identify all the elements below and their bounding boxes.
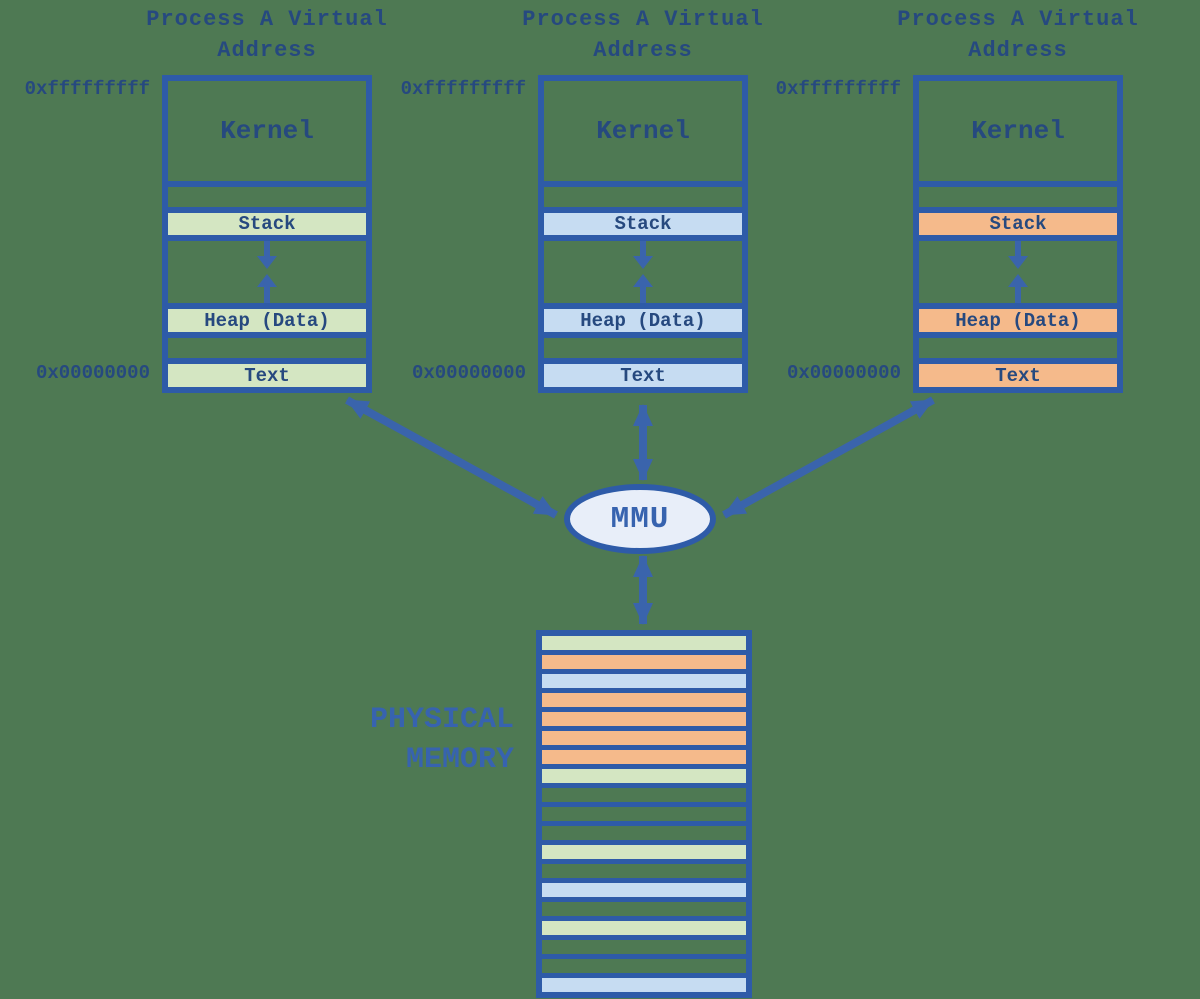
memory-row-14 — [542, 883, 746, 897]
stack-heap-growth-arrows-icon — [257, 241, 277, 303]
address-label-bottom-3: 0x00000000 — [786, 362, 901, 384]
spacer-segment — [168, 187, 366, 207]
divider — [919, 332, 1117, 338]
stack-heap-growth-arrows-icon — [1008, 241, 1028, 303]
address-label-top-3: 0xfffffffff — [775, 78, 901, 100]
spacer-segment — [544, 338, 742, 358]
column-title-3: Process A Virtual Address — [897, 7, 1139, 63]
mmu-label: MMU — [610, 501, 670, 537]
memory-row-7 — [542, 750, 746, 764]
arrow-process3-mmu — [722, 396, 935, 519]
up-arrow-icon — [633, 274, 653, 287]
divider — [919, 181, 1117, 187]
spacer-segment — [168, 338, 366, 358]
address-label-top-1: 0xfffffffff — [24, 78, 150, 100]
memory-row-5 — [542, 712, 746, 726]
process-column-1: Kernel Stack Heap (Data) Text — [162, 75, 372, 393]
memory-row-15 — [542, 902, 746, 916]
down-arrow-icon — [264, 241, 270, 257]
kernel-segment: Kernel — [971, 116, 1065, 146]
memory-row-17 — [542, 940, 746, 954]
stack-segment: Stack — [168, 213, 366, 235]
heap-segment: Heap (Data) — [168, 309, 366, 332]
divider — [168, 207, 366, 213]
growth-arrows — [168, 241, 366, 303]
memory-row-9 — [542, 788, 746, 802]
memory-row-4 — [542, 693, 746, 707]
stack-segment: Stack — [919, 213, 1117, 235]
growth-arrows — [544, 241, 742, 303]
divider — [168, 303, 366, 309]
process-column-2: Kernel Stack Heap (Data) Text — [538, 75, 748, 393]
divider — [544, 303, 742, 309]
physical-memory-label-line1: PHYSICAL — [369, 703, 514, 737]
memory-row-1 — [542, 636, 746, 650]
divider — [544, 207, 742, 213]
text-segment: Text — [919, 364, 1117, 387]
memory-row-6 — [542, 731, 746, 745]
heap-segment: Heap (Data) — [544, 309, 742, 332]
column-title-2: Process A Virtual Address — [522, 7, 764, 63]
down-arrow-icon — [640, 241, 646, 257]
physical-memory-label-line2: MEMORY — [405, 743, 514, 777]
memory-row-10 — [542, 807, 746, 821]
spacer-segment — [919, 187, 1117, 207]
text-segment: Text — [544, 364, 742, 387]
memory-row-13 — [542, 864, 746, 878]
heap-segment: Heap (Data) — [919, 309, 1117, 332]
memory-row-18 — [542, 959, 746, 973]
arrow-process1-mmu — [345, 396, 558, 519]
stack-heap-growth-arrows-icon — [633, 241, 653, 303]
address-label-bottom-2: 0x00000000 — [411, 362, 526, 384]
divider — [919, 358, 1117, 364]
text-segment: Text — [168, 364, 366, 387]
stack-segment: Stack — [544, 213, 742, 235]
up-arrow-icon — [257, 274, 277, 287]
process-column-3: Kernel Stack Heap (Data) Text — [913, 75, 1123, 393]
kernel-segment: Kernel — [596, 116, 690, 146]
divider — [168, 235, 366, 241]
kernel-segment: Kernel — [220, 116, 314, 146]
divider — [919, 207, 1117, 213]
divider — [544, 235, 742, 241]
divider — [544, 358, 742, 364]
memory-row-16 — [542, 921, 746, 935]
memory-row-2 — [542, 655, 746, 669]
memory-row-19 — [542, 978, 746, 992]
memory-row-11 — [542, 826, 746, 840]
up-arrow-icon — [1008, 274, 1028, 287]
memory-row-8 — [542, 769, 746, 783]
physical-memory-box — [536, 630, 752, 998]
memory-row-12 — [542, 845, 746, 859]
divider — [544, 181, 742, 187]
physical-memory-label: PHYSICAL MEMORY — [314, 700, 514, 780]
memory-row-3 — [542, 674, 746, 688]
divider — [919, 235, 1117, 241]
divider — [168, 358, 366, 364]
divider — [544, 332, 742, 338]
address-label-bottom-1: 0x00000000 — [35, 362, 150, 384]
divider — [168, 181, 366, 187]
spacer-segment — [544, 187, 742, 207]
spacer-segment — [919, 338, 1117, 358]
mmu-node: MMU — [564, 484, 716, 554]
divider — [168, 332, 366, 338]
address-label-top-2: 0xfffffffff — [400, 78, 526, 100]
divider — [919, 303, 1117, 309]
column-title-1: Process A Virtual Address — [146, 7, 388, 63]
growth-arrows — [919, 241, 1117, 303]
down-arrow-icon — [1015, 241, 1021, 257]
